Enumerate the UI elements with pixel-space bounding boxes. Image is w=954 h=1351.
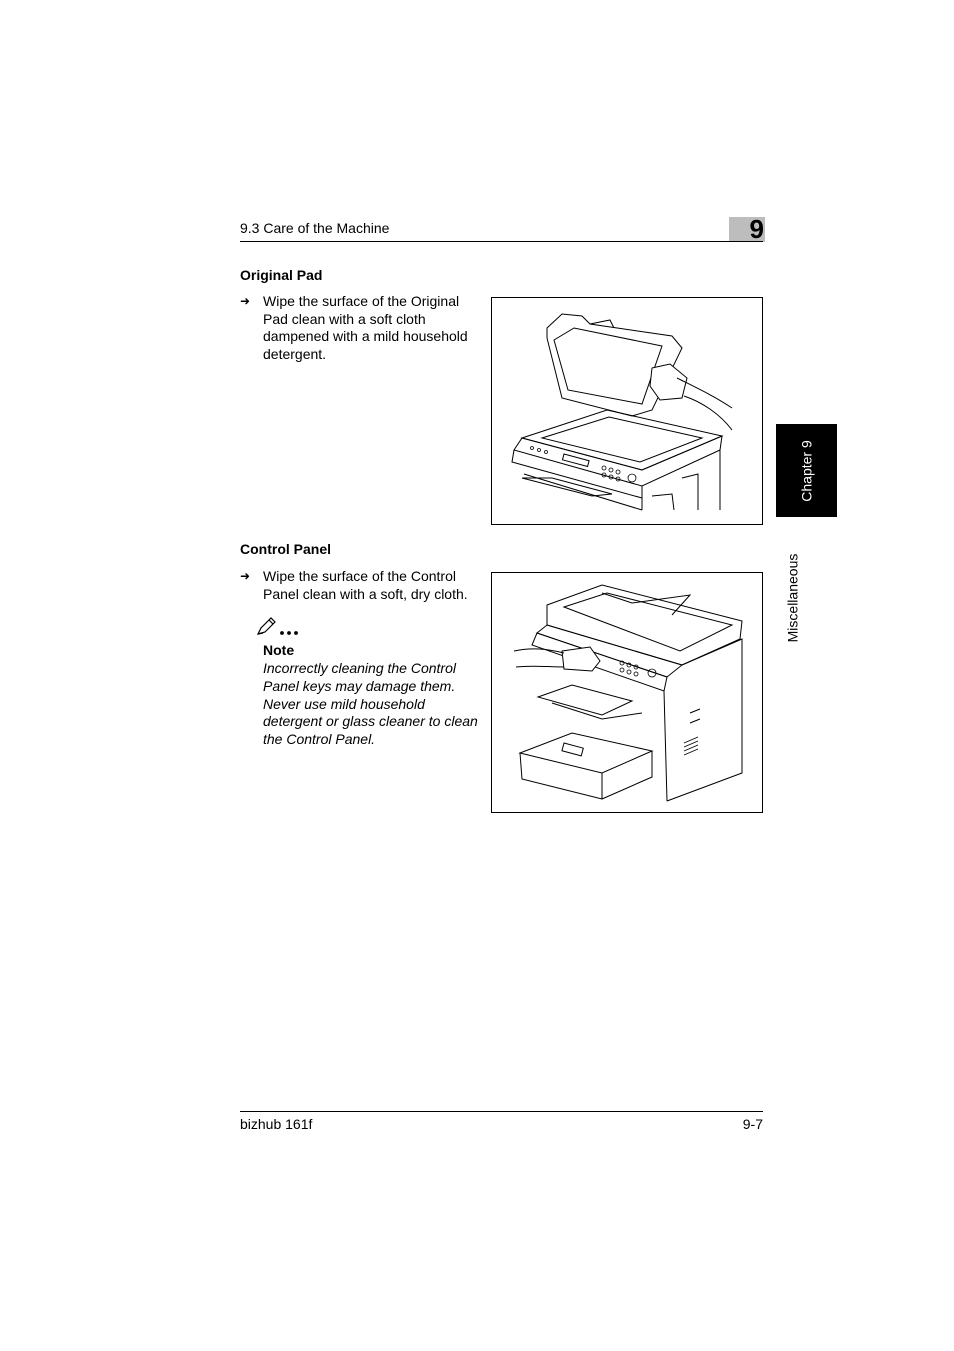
machine-control-panel-illustration [513,584,743,802]
chapter-number-box: 9 [729,214,765,244]
bullet-control-panel: ➜ Wipe the surface of the Control Panel … [240,568,485,603]
arrow-right-icon: ➜ [240,294,251,308]
footer-rule [240,1111,763,1112]
chapter-number: 9 [749,214,764,244]
note-title: Note [263,642,295,658]
section-heading-control-panel: Control Panel [240,541,332,557]
section-heading-original-pad: Original Pad [240,267,323,283]
arrow-right-icon: ➜ [240,569,251,583]
pencil-note-icon [256,617,298,635]
bullet-original-pad: ➜ Wipe the surface of the Original Pad c… [240,293,485,363]
chapter-side-tab-label: Chapter 9 [798,439,815,502]
running-header-title: 9.3 Care of the Machine [240,220,390,236]
footer-product-name: bizhub 161f [240,1116,313,1132]
chapter-side-tab: Chapter 9 [776,424,837,517]
header-rule [240,241,763,242]
figure-control-panel [491,572,763,813]
footer-page-number: 9-7 [742,1116,763,1132]
note-body: Incorrectly cleaning the Control Panel k… [263,660,478,748]
figure-original-pad [491,297,763,525]
bullet-text: Wipe the surface of the Control Panel cl… [263,568,468,602]
bullet-text: Wipe the surface of the Original Pad cle… [263,293,468,362]
section-side-label: Miscellaneous [784,553,800,643]
machine-open-lid-illustration [511,313,733,511]
